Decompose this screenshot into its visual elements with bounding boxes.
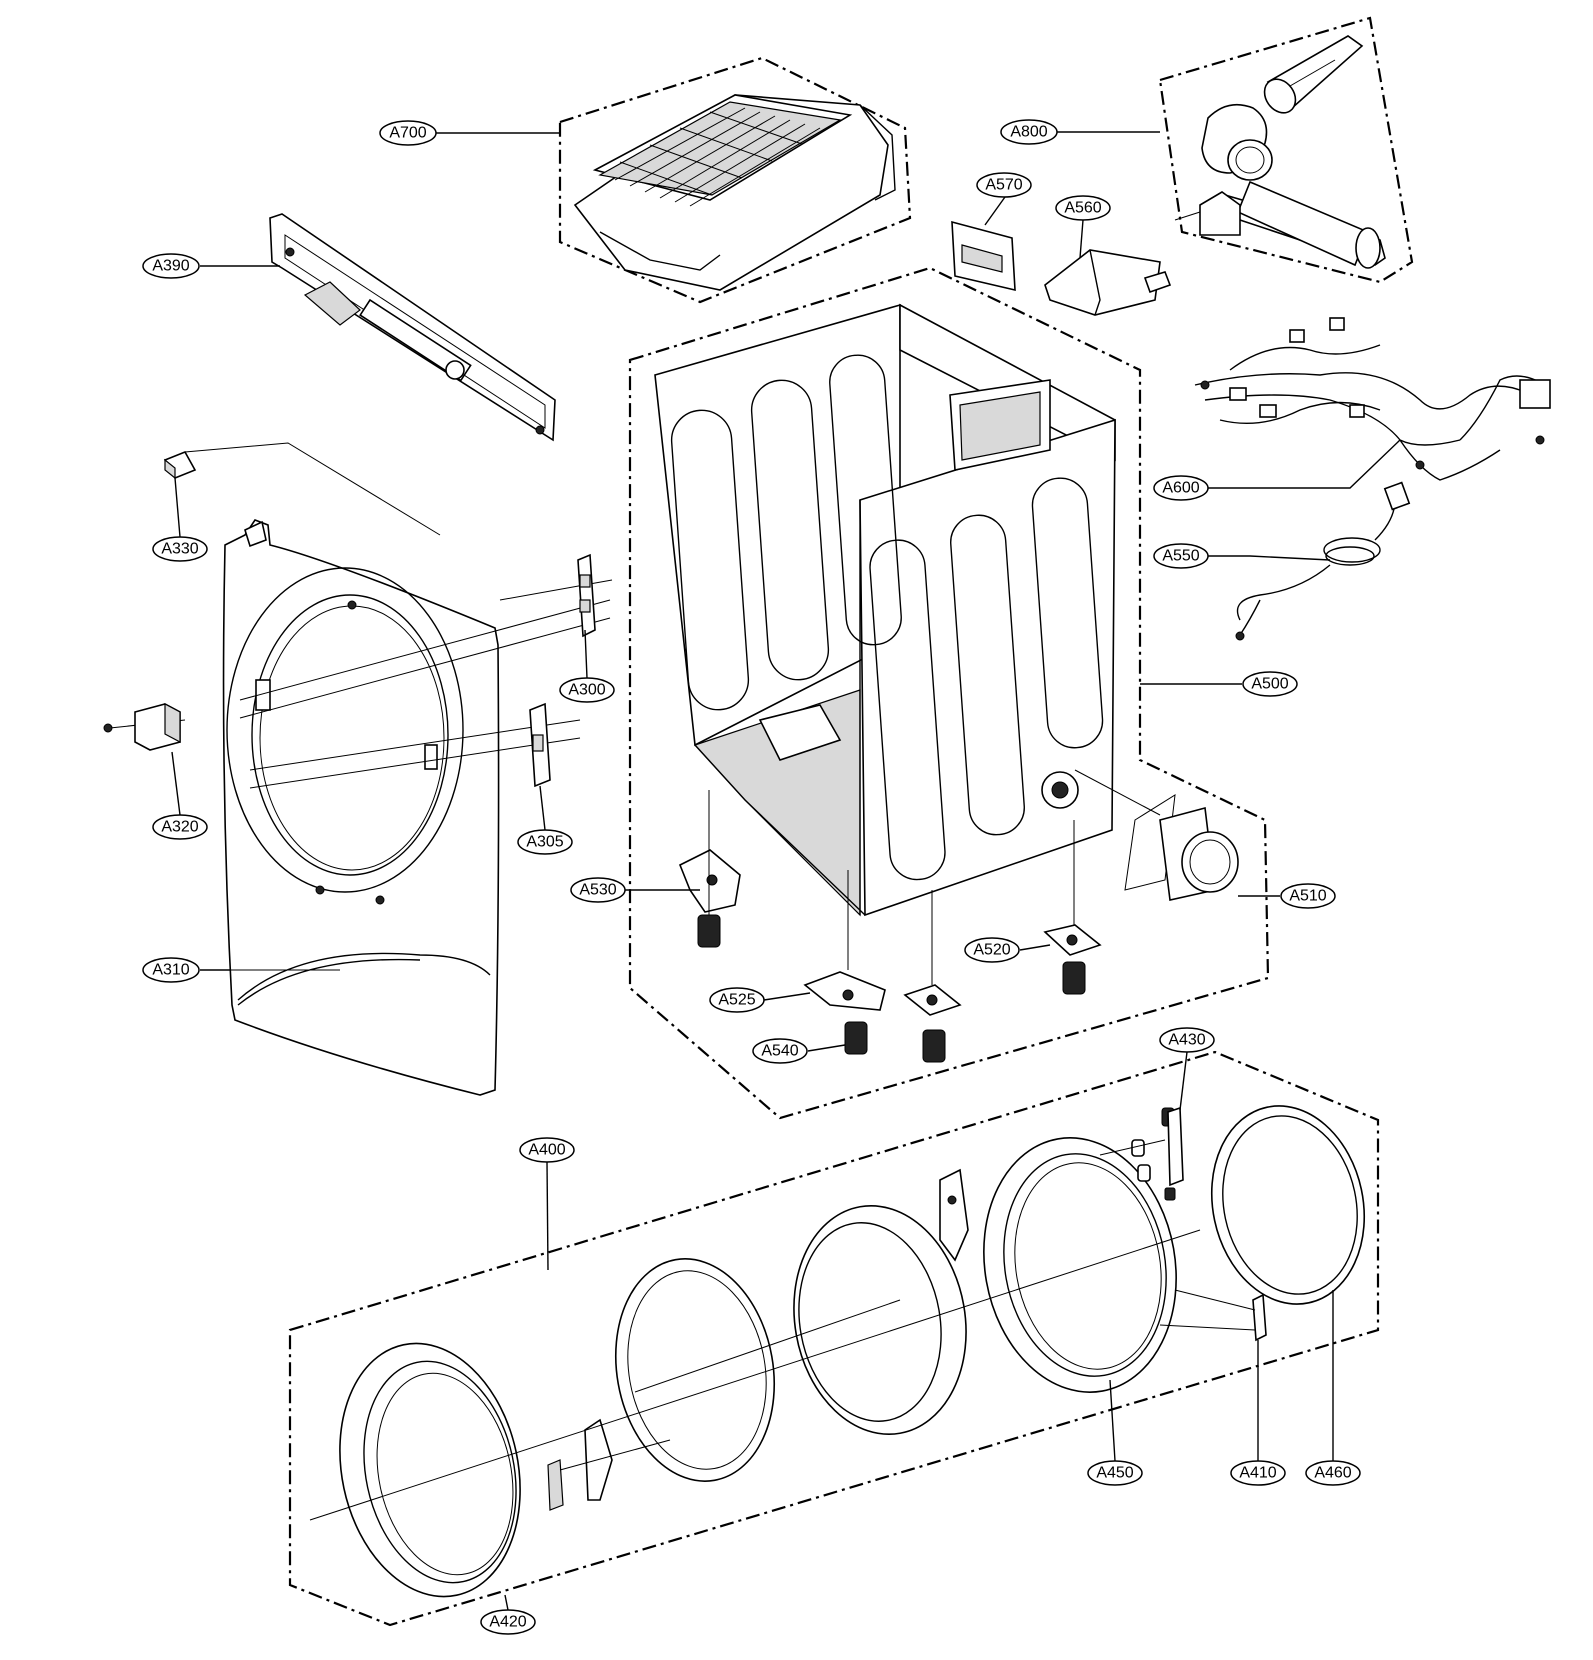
callout-label: A550: [1162, 548, 1199, 565]
part-a525-leg-bracket: [803, 870, 886, 1055]
callout-label: A320: [161, 819, 198, 836]
part-a800-exhaust-duct: [1174, 35, 1386, 269]
part-leveling-leg-2: [903, 890, 962, 1063]
callout-a310: A310: [142, 957, 200, 983]
part-a390-control-bracket: [269, 213, 556, 442]
part-a570-bracket: [951, 220, 1016, 292]
group-boundary-a500: [628, 266, 1270, 1120]
callout-label: A600: [1162, 480, 1199, 497]
callout-a570: A570: [976, 172, 1032, 198]
callout-a420: A420: [480, 1609, 536, 1635]
callout-label: A330: [161, 541, 198, 558]
callout-label: A410: [1239, 1465, 1276, 1482]
part-a530-leg-bracket: [678, 849, 741, 913]
callout-label: A500: [1251, 676, 1288, 693]
callout-a305: A305: [517, 829, 573, 855]
callout-a410: A410: [1230, 1460, 1286, 1486]
callout-a300: A300: [559, 677, 615, 703]
part-a460-door-gasket: [1210, 1105, 1366, 1305]
callout-label: A525: [718, 992, 755, 1009]
part-door-hinge: [939, 1168, 969, 1262]
callout-label: A305: [526, 834, 563, 851]
callout-label: A300: [568, 682, 605, 699]
callout-label: A570: [985, 177, 1022, 194]
callout-a390: A390: [142, 253, 200, 279]
callout-a520: A520: [964, 937, 1020, 963]
callout-a525: A525: [709, 987, 765, 1013]
callout-a400: A400: [519, 1137, 575, 1163]
part-a550-power-cord: [1235, 481, 1411, 641]
callout-a800: A800: [1000, 119, 1058, 145]
callout-label: A530: [579, 882, 616, 899]
part-a560-duct-guide: [1044, 249, 1172, 316]
callout-a320: A320: [152, 814, 208, 840]
callout-label: A700: [389, 125, 426, 142]
part-a450-inner-door-frame: [983, 1137, 1177, 1393]
part-a520-leg-bracket: [1043, 820, 1102, 995]
part-a305-hinge-bracket: [529, 702, 551, 788]
callout-label: A560: [1064, 200, 1101, 217]
part-a300-hinge-bracket: [577, 553, 596, 638]
callout-label: A450: [1096, 1465, 1133, 1482]
callout-label: A460: [1314, 1465, 1351, 1482]
callout-a700: A700: [379, 120, 437, 146]
callout-label: A800: [1010, 124, 1047, 141]
callout-label: A420: [489, 1614, 526, 1631]
callout-a460: A460: [1305, 1460, 1361, 1486]
part-a500-cabinet: [654, 303, 1116, 917]
callout-a430: A430: [1159, 1027, 1215, 1053]
part-a320-latch: [103, 703, 181, 751]
callout-a450: A450: [1087, 1460, 1143, 1486]
part-a600-wire-harness: [1194, 317, 1551, 481]
panel-mounting-lines: [109, 579, 613, 789]
group-boundary-a700: [558, 56, 912, 304]
door-axis-lines: [309, 1229, 1201, 1521]
callout-a510: A510: [1280, 883, 1336, 909]
part-a510-exhaust-collar: [1074, 769, 1239, 901]
callout-a560: A560: [1055, 195, 1111, 221]
group-boundary-a800: [1158, 16, 1414, 284]
callout-a540: A540: [752, 1038, 808, 1064]
callout-label: A540: [761, 1043, 798, 1060]
callout-label: A510: [1289, 888, 1326, 905]
callout-a530: A530: [570, 877, 626, 903]
callout-a330: A330: [152, 536, 208, 562]
callout-label: A400: [528, 1142, 565, 1159]
callout-a500: A500: [1242, 671, 1298, 697]
leader-lines: [171, 131, 1401, 1611]
callout-label: A520: [973, 942, 1010, 959]
part-a310-front-panel: [222, 519, 500, 1096]
group-boundary-a400: [288, 1050, 1380, 1627]
part-a330-clip: [163, 442, 441, 536]
callout-label: A310: [152, 962, 189, 979]
part-a430-latch-parts: [1099, 1106, 1184, 1201]
callout-a600: A600: [1153, 475, 1209, 501]
part-a700-top-tray: [573, 94, 896, 291]
part-leveling-leg-1: [697, 790, 721, 948]
part-a410-hinge-pin: [1159, 1289, 1267, 1342]
callout-label: A430: [1168, 1032, 1205, 1049]
part-door-glass-gasket: [614, 1258, 776, 1482]
callout-a550: A550: [1153, 543, 1209, 569]
callout-label: A390: [152, 258, 189, 275]
